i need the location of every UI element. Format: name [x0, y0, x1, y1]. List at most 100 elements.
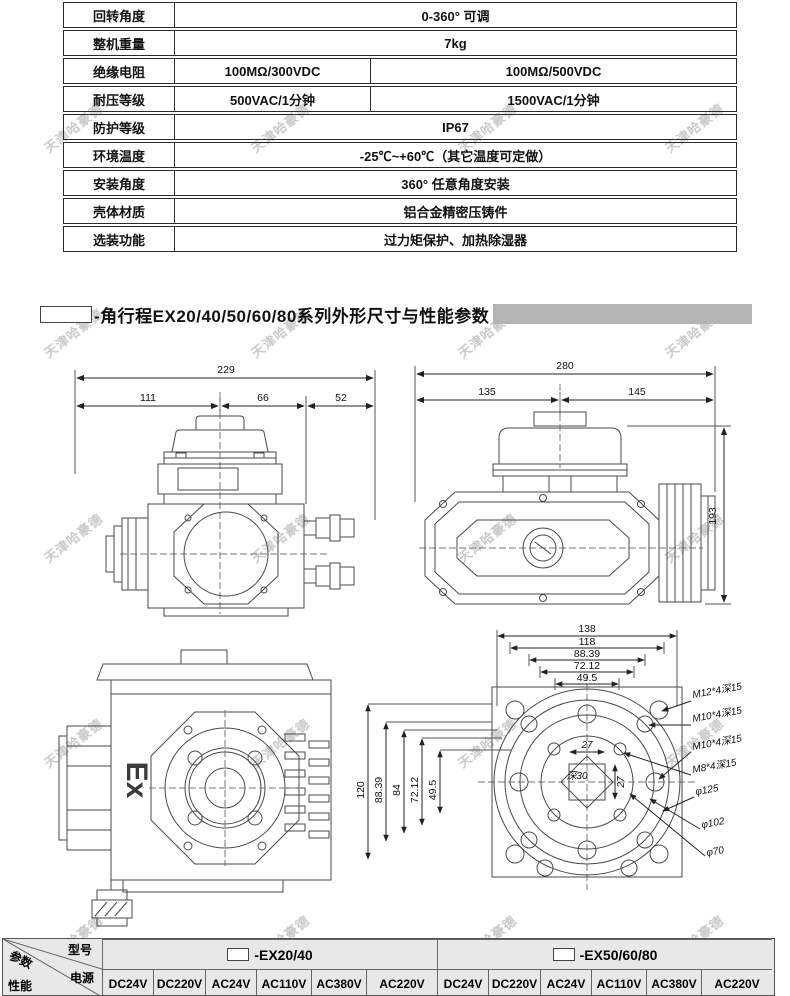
spec-label: 环境温度 — [64, 143, 175, 167]
model-cell-ex50-60-80: -EX50/60/80 — [437, 939, 772, 969]
table-row: 整机重量 7kg — [63, 30, 737, 56]
title-gray-bar — [493, 304, 752, 324]
table-row: 壳体材质 铝合金精密压铸件 — [63, 198, 737, 224]
table-row: 环境温度 -25℃~+60℃（其它温度可定做） — [63, 142, 737, 168]
brand-box-blank — [227, 948, 250, 961]
spec-label: 耐压等级 — [64, 87, 175, 111]
power-option-cell: AC380V — [311, 969, 366, 995]
dim-label: 27 — [580, 740, 593, 751]
power-option-cell: AC110V — [591, 969, 646, 995]
brand-box-blank — [40, 305, 92, 323]
dimension-lines — [416, 370, 728, 603]
ex-marking: Ex — [120, 762, 153, 799]
section-title-text: -角行程EX20/40/50/60/80系列外形尺寸与性能参数 — [94, 306, 490, 326]
power-option-cell: DC24V — [437, 969, 488, 995]
spec-value: 7kg — [444, 35, 467, 51]
circle-dim-label: φ102 — [701, 816, 726, 831]
spec-value: 500VAC/1分钟 — [175, 87, 371, 111]
spec-label: 整机重量 — [64, 31, 175, 55]
spec-value: 100MΩ/500VDC — [505, 63, 602, 79]
centerlines — [419, 384, 703, 549]
leader-lines — [623, 700, 706, 857]
dim-label: 145 — [628, 386, 646, 398]
spec-label: 绝缘电阻 — [64, 59, 175, 83]
spec-value: IP67 — [442, 119, 469, 135]
actuator-body — [58, 649, 332, 927]
spec-label: 壳体材质 — [64, 199, 175, 223]
dim-label: 49.5 — [577, 672, 598, 684]
corner-power-label: 电源 — [69, 971, 94, 985]
table-row: 耐压等级 500VAC/1分钟 1500VAC/1分钟 — [63, 86, 737, 112]
rear-view-drawing: 229 111 66 52 — [74, 364, 376, 617]
flange-body — [491, 686, 683, 878]
table-row: 绝缘电阻 100MΩ/300VDC 100MΩ/500VDC — [63, 58, 737, 84]
model-power-table: 型号 参数 电源 性能 -EX20/40 -EX50/60/80 DC24V D… — [2, 938, 775, 996]
circle-dim-label: φ125 — [695, 783, 720, 798]
corner-diagonal-lines — [3, 939, 102, 995]
thread-label: M12*4深15 — [691, 680, 743, 701]
brand-box-blank — [552, 948, 575, 961]
power-option-cell: AC220V — [366, 969, 437, 995]
corner-model-label: 型号 — [67, 943, 92, 957]
dim-label: 84 — [391, 784, 403, 796]
table-row: 选装功能 过力矩保护、加热除湿器 — [63, 226, 737, 252]
dim-label: 88.39 — [574, 648, 600, 660]
extension-lines — [74, 370, 376, 520]
thread-label: M10*4深15 — [691, 732, 743, 753]
model-cell-ex20-40: -EX20/40 — [102, 939, 437, 969]
thread-label: M10*4深15 — [691, 704, 743, 725]
centerlines — [120, 392, 330, 614]
flange-view-drawing: 138 118 88.39 72.12 49.5 120 88.39 84 72… — [355, 623, 743, 890]
dim-label: 88.39 — [373, 777, 385, 803]
centerlines — [149, 710, 301, 866]
section-title: -角行程EX20/40/50/60/80系列外形尺寸与性能参数 — [40, 302, 752, 326]
dim-label: 49.5 — [427, 780, 439, 801]
extension-lines — [368, 630, 678, 751]
spec-value: 铝合金精密压铸件 — [403, 204, 508, 220]
dim-label: 138 — [578, 623, 596, 635]
circle-dim-label: φ70 — [706, 845, 726, 859]
model-label: -EX50/60/80 — [579, 946, 658, 963]
spec-value: 1500VAC/1分钟 — [507, 92, 600, 108]
table-row: 回转角度 0-360° 可调 — [63, 2, 737, 28]
dim-label: 111 — [140, 392, 156, 404]
front-view-drawing: 280 135 145 193 — [414, 360, 731, 605]
depth-label: 深30 — [566, 770, 588, 782]
spec-value: 360° 任意角度安装 — [401, 176, 510, 192]
spec-label: 回转角度 — [64, 3, 175, 27]
dim-label: 120 — [355, 781, 367, 799]
side-view-drawing: Ex — [58, 649, 332, 927]
dim-label: 72.12 — [409, 777, 421, 803]
spec-label: 安装角度 — [64, 171, 175, 195]
dim-label: 66 — [257, 392, 269, 404]
dim-label: 118 — [579, 636, 596, 648]
dim-label: 135 — [478, 386, 496, 398]
power-option-cell: AC110V — [256, 969, 311, 995]
thread-label: M8*4深15 — [691, 756, 737, 776]
dim-label: 72.12 — [574, 660, 600, 672]
extension-lines — [414, 366, 731, 605]
spec-value: 0-360° 可调 — [421, 8, 490, 24]
corner-performance-label: 性能 — [8, 979, 33, 993]
spec-value: 100MΩ/300VDC — [175, 59, 371, 83]
actuator-body — [105, 415, 355, 617]
power-option-cell: AC380V — [646, 969, 701, 995]
model-label: -EX20/40 — [254, 946, 313, 963]
spec-value: -25℃~+60℃（其它温度可定做） — [359, 148, 552, 164]
dim-label: 280 — [556, 360, 574, 372]
centerlines — [478, 674, 696, 890]
dimension-lines — [365, 633, 677, 860]
dim-label: 193 — [707, 507, 719, 525]
power-option-cell: DC220V — [153, 969, 205, 995]
spec-label: 选装功能 — [64, 227, 175, 251]
power-option-cell: DC220V — [488, 969, 540, 995]
actuator-body — [424, 411, 716, 605]
power-option-cell: AC24V — [205, 969, 256, 995]
power-option-cell: DC24V — [102, 969, 153, 995]
power-option-cell: AC220V — [701, 969, 772, 995]
dim-label: 229 — [217, 364, 235, 376]
dim-label: 27 — [616, 776, 627, 789]
table-row: 安装角度 360° 任意角度安装 — [63, 170, 737, 196]
table-corner-cell: 型号 参数 电源 性能 — [3, 939, 102, 995]
